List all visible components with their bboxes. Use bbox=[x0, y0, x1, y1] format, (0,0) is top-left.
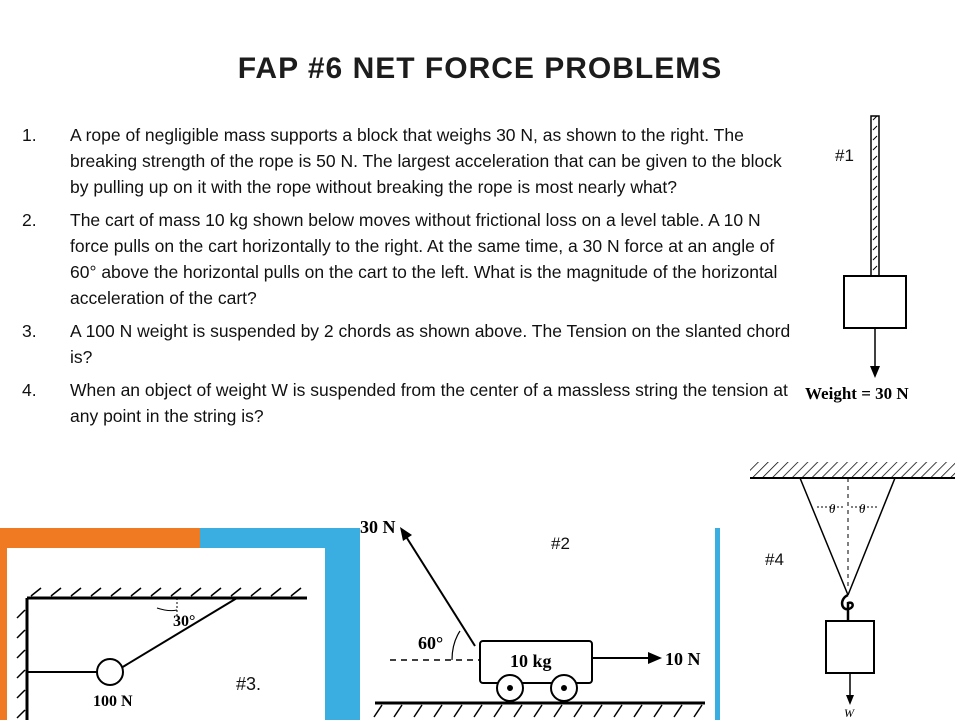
weight-label: Weight = 30 N bbox=[805, 384, 909, 403]
problem-number: 2. bbox=[22, 210, 37, 230]
weight-label: 100 N bbox=[93, 693, 133, 710]
ceiling-hatch bbox=[16, 587, 302, 719]
weight-arrowhead bbox=[870, 366, 880, 378]
block bbox=[843, 275, 907, 329]
force-left-arrow bbox=[404, 534, 476, 647]
figure-2-label: #2 bbox=[551, 534, 570, 553]
rope bbox=[870, 115, 880, 277]
problem-text: The cart of mass 10 kg shown below moves… bbox=[70, 210, 778, 308]
figure-3-diagram: 30° 100 N bbox=[16, 587, 307, 720]
hook bbox=[840, 593, 854, 621]
wheel-right-hub bbox=[561, 685, 567, 691]
problem-number: 3. bbox=[22, 321, 37, 341]
problem-list: 1. A rope of negligible mass supports a … bbox=[22, 122, 797, 436]
page-title: FAP #6 NET FORCE PROBLEMS bbox=[237, 52, 723, 85]
force-left-label: 30 N bbox=[360, 517, 396, 537]
problem-number: 4. bbox=[22, 380, 37, 400]
table-hatch bbox=[373, 704, 703, 718]
problem-number: 1. bbox=[22, 125, 37, 145]
slanted-chord bbox=[120, 597, 238, 669]
figure-2-diagram: 30 N 60° 10 kg 10 N bbox=[360, 517, 705, 718]
problem-text: A 100 N weight is suspended by 2 chords … bbox=[70, 321, 791, 367]
problem-3: 3. A 100 N weight is suspended by 2 chor… bbox=[22, 318, 797, 370]
problem-4: 4. When an object of weight W is suspend… bbox=[22, 377, 797, 429]
weight-ball bbox=[96, 658, 124, 686]
wheel-left-hub bbox=[507, 685, 513, 691]
force-right-label: 10 N bbox=[665, 649, 701, 669]
string-left bbox=[799, 477, 849, 596]
problem-2: 2. The cart of mass 10 kg shown below mo… bbox=[22, 207, 797, 311]
ceiling bbox=[750, 462, 955, 478]
problem-text: When an object of weight W is suspended … bbox=[70, 380, 788, 426]
figure-4-label: #4 bbox=[765, 550, 784, 569]
cart-body bbox=[479, 640, 593, 684]
problem-text: A rope of negligible mass supports a blo… bbox=[70, 125, 782, 197]
angle-arc bbox=[451, 630, 461, 661]
figure-2-panel bbox=[360, 513, 715, 720]
angle-label: 30° bbox=[173, 613, 195, 630]
string-right bbox=[847, 477, 896, 596]
force-left-arrowhead bbox=[400, 527, 412, 541]
weight-label: W bbox=[844, 706, 855, 720]
mass-label: 10 kg bbox=[510, 651, 552, 671]
figure-3-label: #3. bbox=[236, 674, 262, 694]
force-right-arrowhead bbox=[648, 652, 662, 664]
weight-block bbox=[825, 620, 875, 674]
figure-1-diagram: Weight = 30 N bbox=[805, 115, 909, 403]
problem-1: 1. A rope of negligible mass supports a … bbox=[22, 122, 797, 200]
angle-label: 60° bbox=[418, 633, 443, 653]
figure-3-panel bbox=[7, 548, 325, 720]
weight-arrowhead bbox=[846, 695, 854, 705]
figure-1-label: #1 bbox=[835, 146, 854, 165]
theta-left-label: θ bbox=[829, 501, 836, 516]
figure-4-diagram: θ θ W bbox=[750, 462, 955, 720]
angle-arc bbox=[156, 607, 178, 612]
theta-right-label: θ bbox=[859, 501, 866, 516]
